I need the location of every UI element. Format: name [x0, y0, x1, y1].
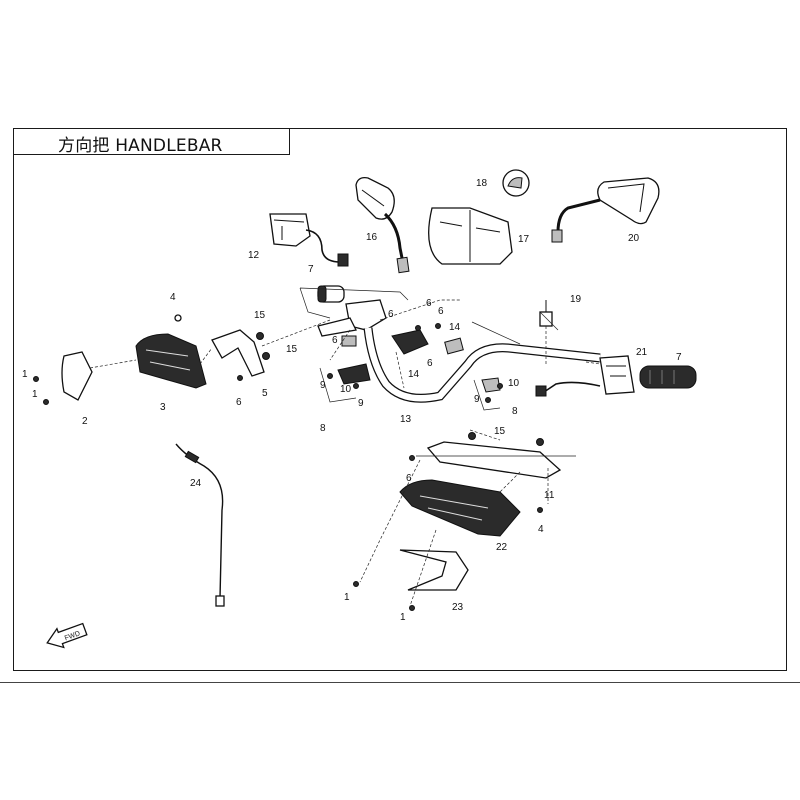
- callout-23: 23: [452, 602, 464, 613]
- part-14-upper-clamp-right[interactable]: [444, 337, 464, 355]
- callout-16: 16: [366, 232, 378, 243]
- callout-1: 1: [32, 389, 38, 400]
- part-17-cover[interactable]: [428, 207, 513, 265]
- part-16-left-mirror[interactable]: [355, 177, 410, 274]
- callout-17: 17: [518, 234, 530, 245]
- part-20-right-mirror[interactable]: [551, 177, 660, 243]
- clutch-lever-assembly[interactable]: [317, 299, 387, 347]
- part-10-lower-clamp-right[interactable]: [481, 377, 501, 393]
- callout-6: 6: [332, 335, 338, 346]
- part-5-left-bracket[interactable]: [211, 329, 265, 377]
- part-2-left-trim[interactable]: [61, 351, 93, 401]
- callout-15: 15: [494, 426, 506, 437]
- callout-1: 1: [344, 592, 350, 603]
- callout-21: 21: [636, 347, 648, 358]
- part-7-left-grip[interactable]: [317, 285, 345, 303]
- bottom-rule: [0, 682, 800, 683]
- callout-13: 13: [400, 414, 412, 425]
- fwd-arrow-icon: FWD: [46, 622, 88, 649]
- callout-11: 11: [544, 490, 555, 501]
- part-18-cap[interactable]: [502, 169, 530, 197]
- callout-6: 6: [388, 309, 394, 320]
- callout-1: 1: [400, 612, 406, 623]
- part-21-right-switch[interactable]: [535, 355, 635, 397]
- callout-9: 9: [358, 398, 364, 409]
- callout-9: 9: [320, 380, 326, 391]
- callout-2: 2: [82, 416, 88, 427]
- callout-4: 4: [538, 524, 544, 535]
- page-title: 方向把 HANDLEBAR: [58, 136, 223, 156]
- part-24-cable[interactable]: [175, 443, 225, 607]
- part-10-lower-clamp-left[interactable]: [337, 363, 371, 385]
- callout-10: 10: [508, 378, 520, 389]
- callout-19: 19: [570, 294, 582, 305]
- callout-14: 14: [449, 322, 461, 333]
- callout-14: 14: [408, 369, 420, 380]
- callout-18: 18: [476, 178, 488, 189]
- callout-6: 6: [236, 397, 242, 408]
- callout-8: 8: [320, 423, 326, 434]
- part-7-right-grip[interactable]: [639, 365, 697, 389]
- callout-9: 9: [474, 394, 480, 405]
- callout-8: 8: [512, 406, 518, 417]
- part-14-upper-clamp-left[interactable]: [391, 329, 429, 355]
- assembly-lines: [89, 287, 601, 607]
- callout-22: 22: [496, 542, 508, 553]
- callout-15: 15: [254, 310, 266, 321]
- callout-1: 1: [22, 369, 28, 380]
- part-22-right-handguard[interactable]: [399, 479, 521, 537]
- callout-15: 15: [286, 344, 298, 355]
- callout-3: 3: [160, 402, 166, 413]
- callout-20: 20: [628, 233, 640, 244]
- callout-5: 5: [262, 388, 268, 399]
- callout-7: 7: [676, 352, 682, 363]
- part-23-right-trim[interactable]: [399, 549, 469, 591]
- callout-12: 12: [248, 250, 260, 261]
- callout-6: 6: [426, 298, 432, 309]
- callout-6: 6: [427, 358, 433, 369]
- part-11-right-bracket[interactable]: [426, 441, 562, 479]
- callout-labels: 18 16 17 20 12 7 4 15 15 6 6 6 6 6 14 14…: [22, 178, 682, 623]
- callout-10: 10: [340, 384, 352, 395]
- callout-6: 6: [438, 306, 444, 317]
- callout-4: 4: [170, 292, 176, 303]
- drawing-frame: [13, 128, 787, 671]
- fasteners: [33, 314, 544, 611]
- title-block: [13, 128, 290, 155]
- callout-6: 6: [406, 473, 412, 484]
- part-12-master-cylinder[interactable]: [269, 213, 349, 267]
- part-13-handlebar[interactable]: [363, 327, 601, 403]
- part-3-left-handguard[interactable]: [135, 333, 207, 389]
- callout-7: 7: [308, 264, 314, 275]
- callout-24: 24: [190, 478, 202, 489]
